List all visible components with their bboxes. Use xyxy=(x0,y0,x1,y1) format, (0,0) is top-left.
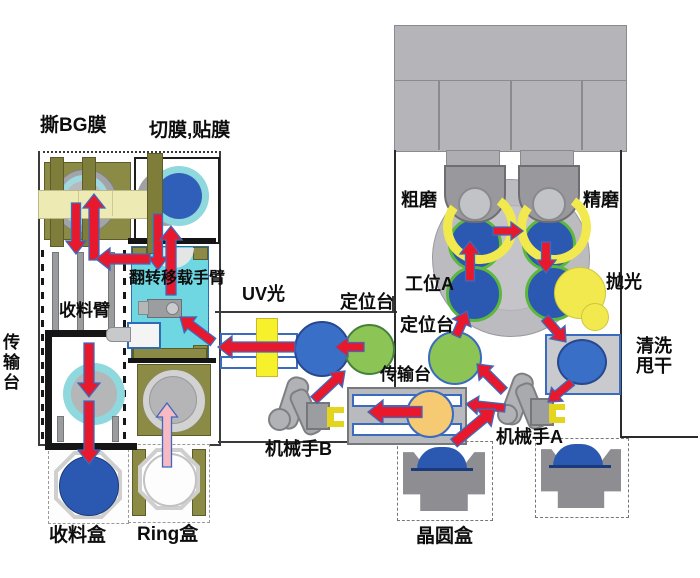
label-wash-line2: 甩干 xyxy=(636,356,672,376)
guide-rail xyxy=(57,416,64,442)
peel-bar-seam xyxy=(112,191,113,216)
grinder-frame-bottom-right xyxy=(620,436,698,438)
rough-grind-spindle-core xyxy=(458,187,492,221)
transfer-carrier-disc xyxy=(406,390,454,438)
label-uv-light: UV光 xyxy=(242,284,286,304)
collected-wafer xyxy=(59,456,119,516)
wafer-stack-left-edge xyxy=(411,468,473,471)
flip-arm-bottom-rail xyxy=(128,358,216,363)
label-collect-arm: 收料臂 xyxy=(59,301,110,320)
positioning-stage-right-disc xyxy=(428,331,482,385)
polish-pad-small xyxy=(581,303,609,331)
robot-a-joint xyxy=(497,404,518,425)
flip-arm-gripper-body xyxy=(127,322,161,349)
center-area-bottom-line xyxy=(218,441,398,443)
flip-arm-corner xyxy=(193,247,208,260)
label-rough-grind: 粗磨 xyxy=(401,190,437,210)
robot-a-end-effector xyxy=(549,404,565,423)
wafer-stack-right xyxy=(553,444,603,466)
label-polish: 抛光 xyxy=(606,272,642,292)
label-cut-paste-film: 切膜,贴膜 xyxy=(149,120,231,141)
grinder-body-divider xyxy=(510,80,512,150)
grinder-body-divider xyxy=(581,80,583,150)
grinder-frame-left xyxy=(394,150,396,442)
robot-b-end-effector xyxy=(327,407,344,427)
peel-bar-seam xyxy=(78,191,79,216)
guide-rail xyxy=(77,252,84,334)
guide-rail xyxy=(52,252,59,334)
wash-spin-dry-wafer xyxy=(557,339,607,385)
label-collect-box: 收料盒 xyxy=(49,525,107,546)
grinder-head-block xyxy=(394,25,627,81)
elevator-track-left xyxy=(41,250,44,442)
elevator-track-right xyxy=(123,250,126,442)
robot-b-joint xyxy=(268,408,291,431)
cut-film-roller-core xyxy=(156,173,202,219)
label-station-a: 工位A xyxy=(405,274,454,294)
wafer-stack-left xyxy=(417,447,467,469)
label-tear-bg-film: 撕BG膜 xyxy=(40,115,107,136)
label-robot-b: 机械手B xyxy=(265,439,332,459)
cut-film-post xyxy=(147,153,163,254)
uv-stage-wafer xyxy=(294,321,350,377)
label-ring-box: Ring盒 xyxy=(137,524,199,545)
center-area-top-line xyxy=(215,311,397,313)
guide-rail xyxy=(112,416,119,442)
empty-ring xyxy=(143,453,197,507)
label-wafer-box: 晶圆盒 xyxy=(416,526,474,547)
label-wash-line1: 清洗 xyxy=(636,336,672,356)
flip-arm-gripper-nose xyxy=(106,327,131,342)
uv-lamp xyxy=(256,318,278,377)
label-fine-grind: 精磨 xyxy=(583,190,619,210)
flip-arm-corner xyxy=(132,247,147,260)
center-area-tick xyxy=(392,296,394,312)
flip-arm-camera-mount xyxy=(138,301,149,315)
ring-station-core xyxy=(149,376,197,424)
label-transfer-stage-left: 传输台 xyxy=(3,333,20,393)
wafer-stack-right-edge xyxy=(549,465,611,468)
label-robot-a: 机械手A xyxy=(496,427,563,447)
label-positioning-stage-center: 定位台 xyxy=(340,292,394,312)
flip-arm-top-rail xyxy=(128,238,216,244)
polish-pad xyxy=(554,267,606,319)
grinder-body-divider xyxy=(438,80,440,150)
flow-arrow xyxy=(476,363,509,396)
wafer-station-a xyxy=(446,266,502,322)
peel-bar xyxy=(38,190,152,219)
grinder-frame-right xyxy=(620,150,622,437)
fine-grind-spindle-core xyxy=(532,187,566,221)
collect-wafer-core xyxy=(71,371,117,417)
label-flip-transfer-arm: 翻转移载手臂 xyxy=(129,270,226,287)
label-transfer-stage-center: 传输台 xyxy=(380,365,431,384)
label-positioning-stage-right: 定位台 xyxy=(400,315,454,335)
guide-rail xyxy=(108,252,115,334)
flip-arm-camera-lens xyxy=(166,302,179,315)
